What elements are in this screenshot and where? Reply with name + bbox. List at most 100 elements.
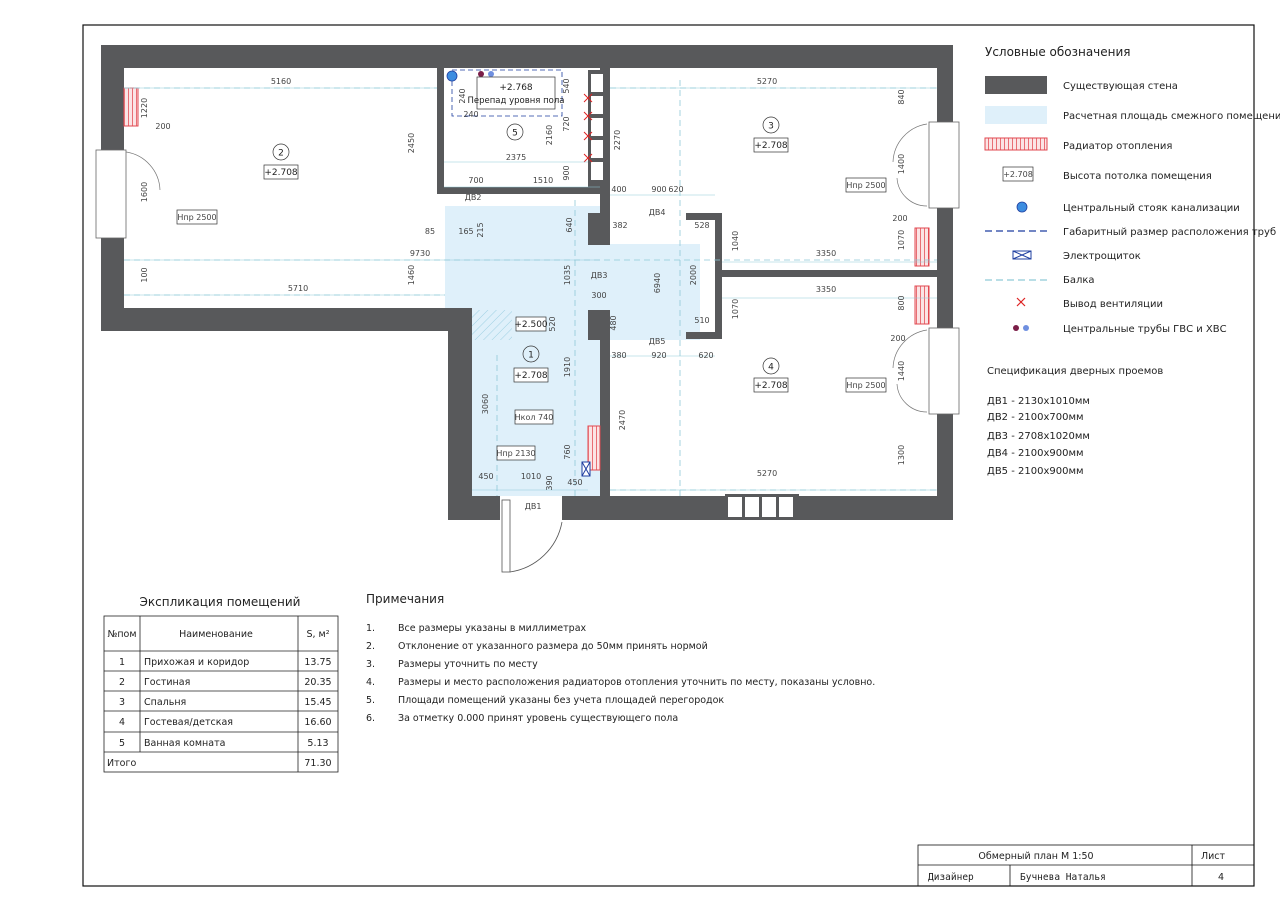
dimension-label: 2160	[545, 125, 554, 145]
dimension-label: 390	[545, 475, 554, 490]
door-label: ДВ1	[525, 502, 542, 511]
dimension-label: 1070	[731, 299, 740, 319]
note-item: 6.За отметку 0.000 принят уровень сущест…	[366, 713, 678, 724]
dimension-label: 5710	[288, 284, 308, 293]
dimension-label: 620	[698, 351, 713, 360]
svg-text:Спальня: Спальня	[144, 697, 186, 708]
svg-text:5: 5	[119, 738, 125, 749]
room-number: 1	[528, 351, 534, 361]
dimension-label: 640	[565, 217, 574, 232]
dimension-label: 2470	[618, 410, 627, 430]
dimension-label: 1010	[521, 472, 541, 481]
dimension-label: 380	[611, 351, 626, 360]
designer-name: Бучнева Наталья	[1020, 872, 1106, 883]
svg-text:20.35: 20.35	[304, 677, 331, 688]
door-label: ДВ2	[465, 193, 482, 202]
sill-label: Hпр 2500	[177, 213, 216, 222]
level-change-note: Перепад уровня пола	[468, 96, 565, 106]
dimension-label: 382	[612, 221, 627, 230]
dimension-label: 528	[694, 221, 709, 230]
svg-text:1.: 1.	[366, 623, 375, 634]
dimension-label: 1220	[140, 98, 149, 118]
dimension-label: 240	[463, 110, 478, 119]
table-row: 4 Гостевая/детская 16.60	[119, 717, 332, 728]
dimension-label: 510	[694, 316, 709, 325]
ventilation-cross-icon	[1016, 297, 1026, 307]
svg-text:2.: 2.	[366, 641, 375, 652]
sill-label: Hпр 2500	[846, 381, 885, 390]
room-number: 4	[768, 363, 774, 373]
ceiling-height: +2.708	[754, 381, 788, 391]
radiator-swatch	[984, 137, 1048, 151]
svg-text:За отметку 0.000 принят уровен: За отметку 0.000 принят уровень существу…	[398, 713, 678, 724]
door-labels: ДВ1 ДВ2 ДВ3 ДВ4 ДВ5	[465, 193, 666, 511]
role-label: Дизайнер	[928, 872, 974, 883]
legend-label: Высота потолка помещения	[1063, 171, 1212, 182]
legend-label: Вывод вентиляции	[1063, 299, 1163, 310]
svg-text:Гостевая/детская: Гостевая/детская	[144, 717, 233, 728]
dimension-label: 540	[562, 78, 571, 93]
dimension-label: 900	[562, 165, 571, 180]
dimension-label: 1070	[897, 230, 906, 250]
adjacent-area	[445, 206, 700, 496]
dimension-label: 5160	[271, 77, 291, 86]
dimension-label: 165	[458, 227, 473, 236]
room-markers: 2 +2.708 3 +2.708 4 +2.708 1 +2.708	[263, 76, 789, 393]
door-spec-item: ДВ5 - 2100х900мм	[987, 466, 1084, 477]
dimension-label: 200	[892, 214, 907, 223]
dimension-label: 2270	[613, 130, 622, 150]
step-level: +2.500	[514, 320, 548, 330]
sheet-frame	[82, 24, 1255, 887]
room-marker-4: 4 +2.708	[753, 357, 789, 393]
explication-table: Экспликация помещений №пом Наименование …	[103, 595, 339, 773]
room-marker-1: 1 +2.708	[513, 345, 549, 383]
dimension-label: 800	[897, 295, 906, 310]
svg-text:Гостиная: Гостиная	[144, 677, 190, 688]
bathroom-vent-blocks	[588, 70, 606, 190]
dimension-label: 760	[563, 444, 572, 459]
door-label: ДВ3	[591, 271, 608, 280]
dimension-label: 1440	[897, 361, 906, 381]
legend-title: Условные обозначения	[985, 45, 1131, 59]
legend-label: Радиатор отопления	[1063, 141, 1172, 152]
room-marker-2: 2 +2.708	[263, 143, 299, 180]
water-pipes-icon-cold	[1023, 325, 1029, 331]
svg-text:Все размеры указаны в миллимет: Все размеры указаны в миллиметрах	[398, 623, 587, 634]
sewer-riser-icon	[446, 70, 458, 82]
dimension-label: 100	[140, 267, 149, 282]
dimension-label: 215	[476, 222, 485, 237]
window-west	[95, 149, 127, 239]
cold-water-pipe-icon	[488, 71, 494, 77]
ceiling-height: +2.708	[514, 371, 548, 381]
radiator-room4	[914, 285, 930, 325]
legend-label: Центральные трубы ГВС и ХВС	[1063, 324, 1227, 335]
col-header: Наименование	[179, 629, 253, 640]
svg-text:2: 2	[119, 677, 125, 688]
sill-label: Hпр 2130	[496, 449, 535, 458]
dimension-label: 5270	[757, 77, 777, 86]
sheet-number: 4	[1218, 872, 1224, 883]
legend-label: Электрощиток	[1063, 251, 1141, 262]
area-swatch	[985, 106, 1047, 124]
dimension-label: 1460	[407, 265, 416, 285]
svg-text:1: 1	[119, 657, 125, 668]
dimension-label: 1400	[897, 154, 906, 174]
svg-text:3.: 3.	[366, 659, 375, 670]
svg-text:5.: 5.	[366, 695, 375, 706]
dimension-label: 480	[609, 315, 618, 330]
table-row: 1 Прихожая и коридор 13.75	[119, 657, 332, 668]
radiator-hall	[587, 425, 601, 471]
door-spec-item: ДВ4 - 2100х900мм	[987, 448, 1084, 459]
pipe-bounds	[451, 69, 563, 117]
dimension-label: 9730	[410, 249, 430, 258]
dimension-label: 1035	[563, 265, 572, 285]
svg-text:5.13: 5.13	[307, 738, 328, 749]
note-item: 1. Все размеры указаны в миллиметрах	[366, 623, 587, 634]
dimension-label: 3350	[816, 285, 836, 294]
title-block: Обмерный план М 1:50 Лист Дизайнер Бучне…	[917, 844, 1255, 887]
door-spec: Спецификация дверных проемов ДВ1 - 2130х…	[987, 366, 1163, 477]
dimension-label: 85	[425, 227, 435, 236]
sewer-riser-icon	[1016, 201, 1028, 213]
radiator-room3	[914, 227, 930, 267]
